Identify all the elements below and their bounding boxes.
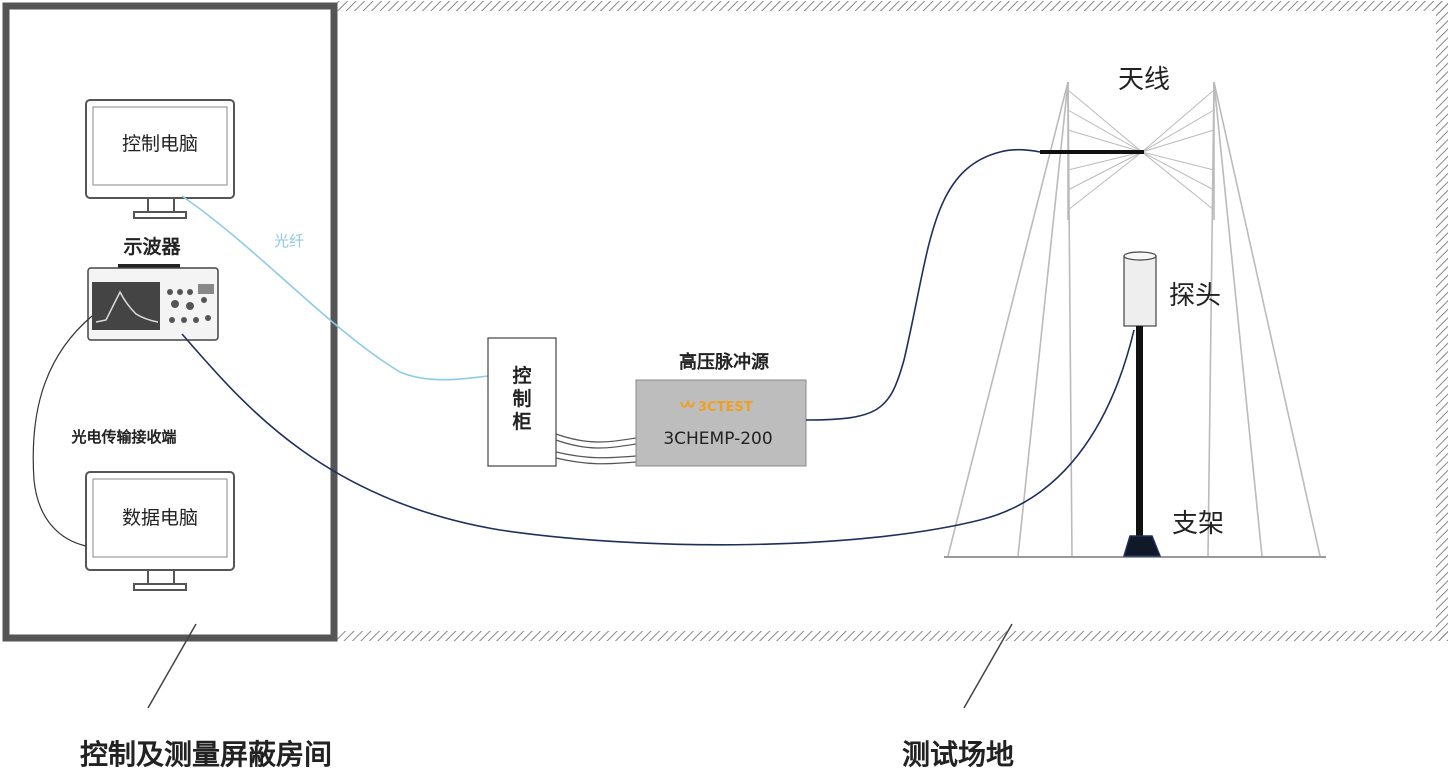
- stand-label: 支架: [1172, 509, 1224, 539]
- oscilloscope-label: 示波器: [123, 235, 181, 258]
- cabinet-label-2: 制: [512, 387, 531, 410]
- shielded-room-wall: [2, 2, 338, 642]
- pulse-source-title: 高压脉冲源: [679, 351, 769, 373]
- receiver-cable: [32, 315, 93, 547]
- receiver-label: 光电传输接收端: [70, 428, 176, 446]
- probe-icon: [1123, 251, 1157, 327]
- fiber-cable: [181, 195, 489, 381]
- control-pc-label: 控制电脑: [122, 133, 198, 155]
- cabinet-label-3: 柜: [512, 411, 531, 433]
- data-pc-label: 数据电脑: [122, 507, 198, 529]
- stand-pole: [1136, 326, 1143, 538]
- antenna-feed-cable: [805, 148, 1041, 421]
- brand-logo-icon: [680, 398, 695, 408]
- control-room-callout-line: [147, 623, 197, 709]
- test-site-boundary: [336, 1, 1448, 641]
- control-cabinet: [487, 337, 557, 467]
- control-room-label: 控制及测量屏蔽房间: [80, 738, 332, 771]
- oscilloscope-icon: [87, 264, 219, 341]
- probe-signal-cable: [181, 329, 1135, 546]
- pulse-source-box: [635, 379, 807, 467]
- control-pc-icon: [85, 99, 235, 219]
- cabinet-label-1: 控: [512, 364, 531, 387]
- probe-label: 探头: [1169, 281, 1221, 311]
- stand-base-icon: [1122, 535, 1162, 557]
- antenna-frame: [947, 81, 1321, 557]
- antenna-label: 天线: [1118, 65, 1170, 95]
- brand-label: 3CTEST: [698, 400, 753, 415]
- test-site-callout-line: [963, 623, 1013, 709]
- data-pc-icon: [85, 471, 235, 591]
- pulse-source-model: 3CHEMP-200: [663, 429, 772, 449]
- antenna-elements: [1067, 89, 1215, 211]
- cabinet-to-source-cables: [555, 433, 637, 465]
- fiber-label: 光纤: [274, 232, 304, 250]
- test-site-label: 测试场地: [902, 738, 1014, 771]
